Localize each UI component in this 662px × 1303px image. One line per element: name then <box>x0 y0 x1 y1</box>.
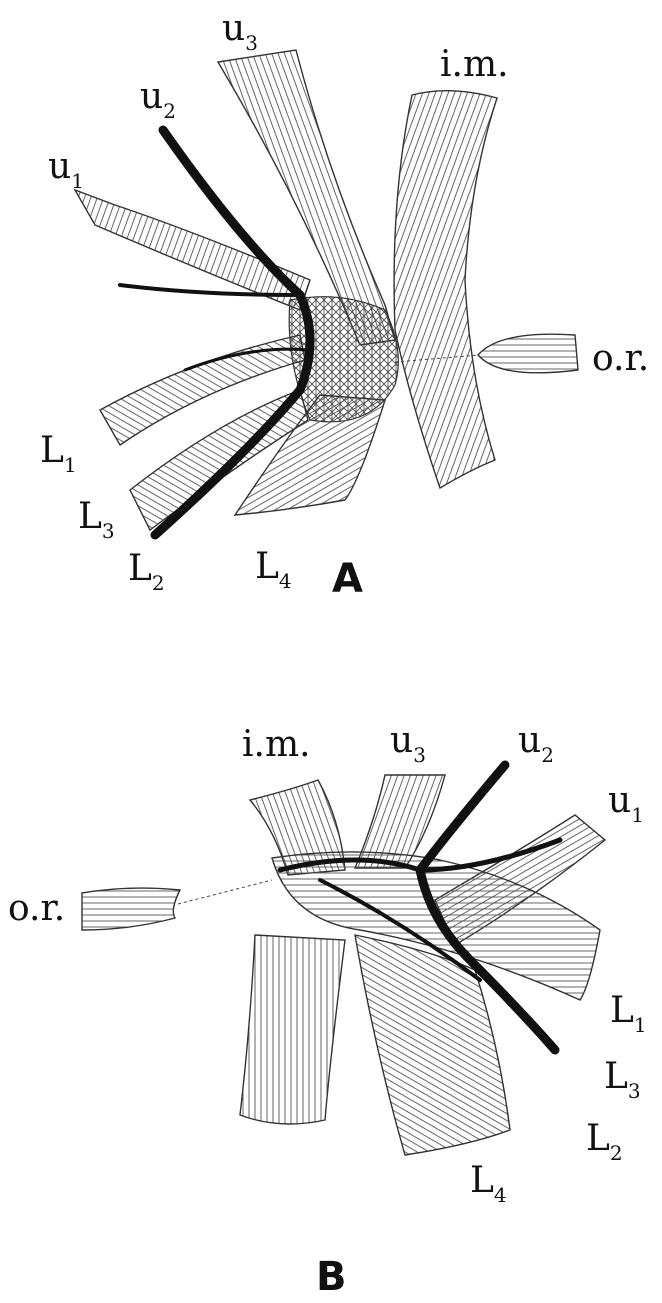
label-a-L2: L2 <box>128 548 165 595</box>
panel-a: u3 u2 u1 i.m. o.r. L1 L3 L2 L4 A <box>40 8 649 602</box>
label-a-u1: u1 <box>48 146 84 193</box>
label-a-L1: L1 <box>40 430 77 477</box>
label-a-L4: L4 <box>255 546 292 593</box>
label-b-im: i.m. <box>242 724 311 765</box>
label-a-u2: u2 <box>140 76 176 123</box>
label-b-L2: L2 <box>586 1118 623 1165</box>
label-b-u1: u1 <box>608 780 644 827</box>
muscle-im <box>394 91 497 488</box>
label-b-L3: L3 <box>604 1056 641 1103</box>
label-a-u3: u3 <box>222 8 258 55</box>
label-b-or: o.r. <box>8 888 65 929</box>
tendon-line-b <box>178 880 272 904</box>
label-a-im: i.m. <box>440 44 509 85</box>
muscle-b-L4 <box>355 935 510 1155</box>
panel-b: i.m. u3 u2 u1 o.r. L1 L3 L2 L4 B <box>8 720 647 1300</box>
panel-letter-a: A <box>332 556 363 602</box>
label-a-L3: L3 <box>78 496 115 543</box>
muscle-b-lower-left <box>240 935 345 1124</box>
label-b-L4: L4 <box>470 1160 507 1207</box>
muscle-or <box>478 334 578 373</box>
label-a-or: o.r. <box>592 338 649 379</box>
label-b-L1: L1 <box>610 990 647 1037</box>
label-b-u2: u2 <box>518 720 554 767</box>
muscle-b-or <box>82 888 180 930</box>
label-b-u3: u3 <box>390 720 426 767</box>
panel-letter-b: B <box>316 1254 347 1300</box>
